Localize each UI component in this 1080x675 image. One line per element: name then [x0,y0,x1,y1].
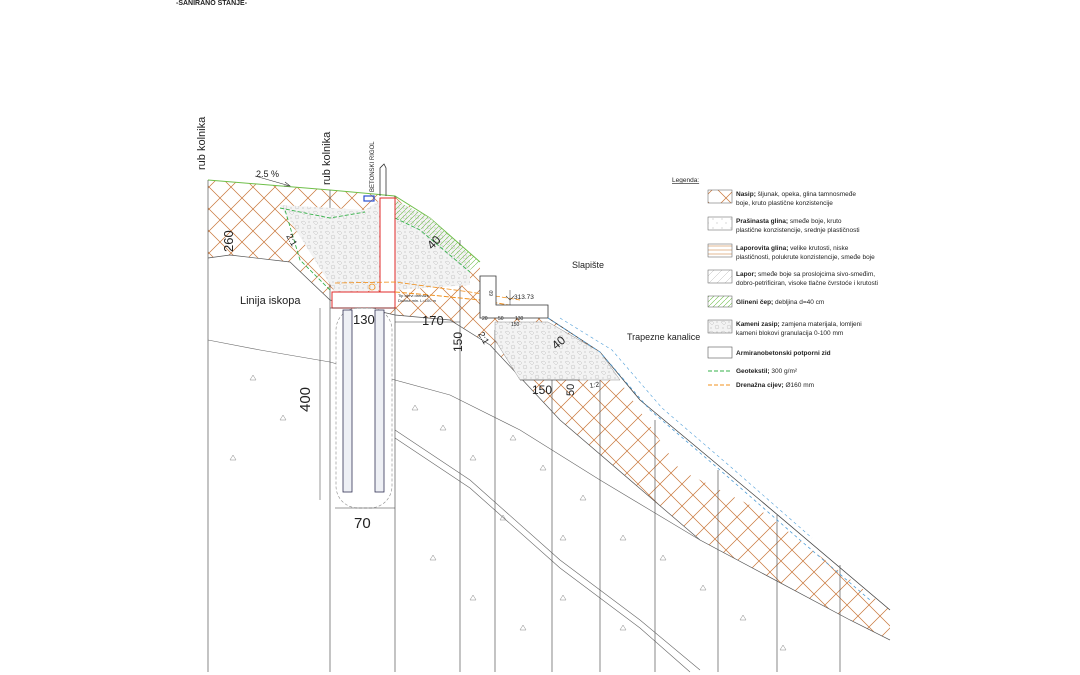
spillway-dim-150: 150 [511,322,520,328]
svg-text:Glineni čep; debljina d=40 cm: Glineni čep; debljina d=40 cm [736,299,824,306]
svg-text:Lapor; smeđe boje sa proslojci: Lapor; smeđe boje sa proslojcima sivo-sm… [736,271,875,278]
svg-text:Armiranobetonski potporni zid: Armiranobetonski potporni zid [736,350,831,357]
spillway-dim-20: 20 [482,316,488,322]
ratio-1-2: 1:2 [589,381,600,390]
legend-item-geotextile: Geotekstil; 300 g/m² [708,368,798,375]
legend-item-marl-clay: Laporovita glina; velike krutosti, niske… [707,243,875,261]
legend-item-silt: Prašinasta glina; smeđe boje, kruto plas… [707,216,860,234]
legend-5-text1: zamjena materijala, lomljeni [780,321,862,328]
spillway-label: Slapište [572,260,604,270]
legend-title: Legenda: [672,177,699,184]
elevation-label: 313.73 [514,294,534,301]
legend-1-text2: plastične konzistencije, srednje plastič… [736,227,860,234]
pile-right [374,309,385,493]
legend-7-bold: Geotekstil; [736,368,770,375]
retaining-wall-footing [331,291,396,309]
legend-7-text1: 300 g/m² [770,368,798,375]
legend-2-text1: velike krutosti, niske [788,245,848,252]
clay-plug [395,200,480,270]
legend-3-bold: Lapor; [736,271,756,278]
legend-8-bold: Drenažna cijev; [736,382,784,389]
legend-1-text1: smeđe boje, kruto [788,218,842,225]
slope-arrow [254,175,291,187]
dim-70: 70 [354,515,371,532]
road-edge-label-left: rub kolnika [196,116,208,170]
dimension-lines [319,307,580,509]
drain-pipe-section [368,283,376,291]
road-edge-label-right: rub kolnika [321,131,333,185]
trapezoid-channel-line-2 [559,317,813,539]
svg-text:Nasip; šljunak, opeka, glina t: Nasip; šljunak, opeka, glina tamnosmeđe [736,191,856,198]
spillway-structure [479,275,549,319]
layer-boundary-2 [394,429,701,671]
legend-item-drain: Drenažna cijev; Ø160 mm [708,382,814,389]
legend-3-text1: smeđe boje sa proslojcima sivo-smeđim, [756,271,875,278]
legend-4-bold: Glineni čep; [736,299,773,306]
svg-text:Kameni zasip; zamjena materija: Kameni zasip; zamjena materijala, lomlje… [736,321,862,328]
legend-0-bold: Nasip; [736,191,756,198]
svg-text:Laporovita glina; velike kruto: Laporovita glina; velike krutosti, niske [736,245,849,252]
legend-0-text2: boje, kruto plastične konzistencije [736,200,833,207]
drain-note-1: Tip cijevi drenaže [398,293,430,298]
ground-surface-right [547,317,891,611]
legend-2-text2: plastičnosti, polukrute konzistencije, s… [736,254,875,261]
dim-400: 400 [297,387,314,412]
layer-boundary-1 [207,339,701,541]
svg-text:Prašinasta glina; smeđe boje,: Prašinasta glina; smeđe boje, kruto [736,218,842,225]
legend-item-fill: Nasip; šljunak, opeka, glina tamnosmeđe … [707,189,856,207]
slope-percent-label: 2.5 % [256,169,279,179]
legend: Legenda: Nasip; šljunak, opeka, glina ta… [672,177,878,389]
spillway-dim-60: 60 [489,290,495,296]
drain-pipe-upper [334,281,521,301]
barrier-post [379,163,387,196]
marl-symbols [229,374,787,651]
stone-fill-lower [494,321,621,381]
retaining-wall-stem [379,197,396,301]
trapezoid-channels-label: Trapezne kanalice [627,332,700,342]
concrete-gutter [363,195,375,202]
legend-item-concrete: Armiranobetonski potporni zid [707,346,831,359]
legend-4-text1: debljina d=40 cm [773,299,824,306]
excavation-line [207,254,891,641]
legend-5-text2: kameni blokovi granulacija 0-100 mm [736,330,843,337]
layer-boundary-3 [394,437,691,673]
excavation-line-label: Linija iskopa [240,295,301,307]
drawing-title: -SANIRANO STANJE- [176,0,248,7]
dim-170: 170 [422,313,444,328]
legend-3-text2: dobro-petrificiran, visoke tlačne čvrsto… [736,280,878,287]
legend-2-bold: Laporovita glina; [736,245,788,252]
legend-item-stone: Kameni zasip; zamjena materijala, lomlje… [707,319,862,337]
dim-260: 260 [221,230,236,252]
dim-150-horizontal: 150 [532,383,552,397]
spillway-dim-130: 130 [515,316,524,322]
pile-left [342,309,353,493]
dim-50: 50 [565,384,577,396]
dim-130: 130 [353,312,375,327]
legend-5-bold: Kameni zasip; [736,321,780,328]
slope-arrow-head [284,181,291,187]
svg-text:Geotekstil; 300 g/m²: Geotekstil; 300 g/m² [736,368,798,375]
legend-8-text1: Ø160 mm [784,382,814,389]
drain-note-2: Dužina min. L=100 m [398,298,437,303]
dim-150-vertical: 150 [451,332,465,352]
svg-text:Drenažna cijev; Ø160 mm: Drenažna cijev; Ø160 mm [736,382,814,389]
legend-6-bold: Armiranobetonski potporni zid [736,350,831,357]
legend-0-text1: šljunak, opeka, glina tamnosmeđe [756,191,856,198]
legend-item-marl: Lapor; smeđe boje sa proslojcima sivo-sm… [707,269,878,287]
legend-1-bold: Prašinasta glina; [736,218,788,225]
elevation-marker [505,295,515,301]
gutter-label: BETONSKI RIGOL [370,141,376,192]
spillway-dim-50: 50 [498,316,504,322]
geotextile-line [279,207,471,291]
legend-item-clay-plug: Glineni čep; debljina d=40 cm [707,295,824,308]
